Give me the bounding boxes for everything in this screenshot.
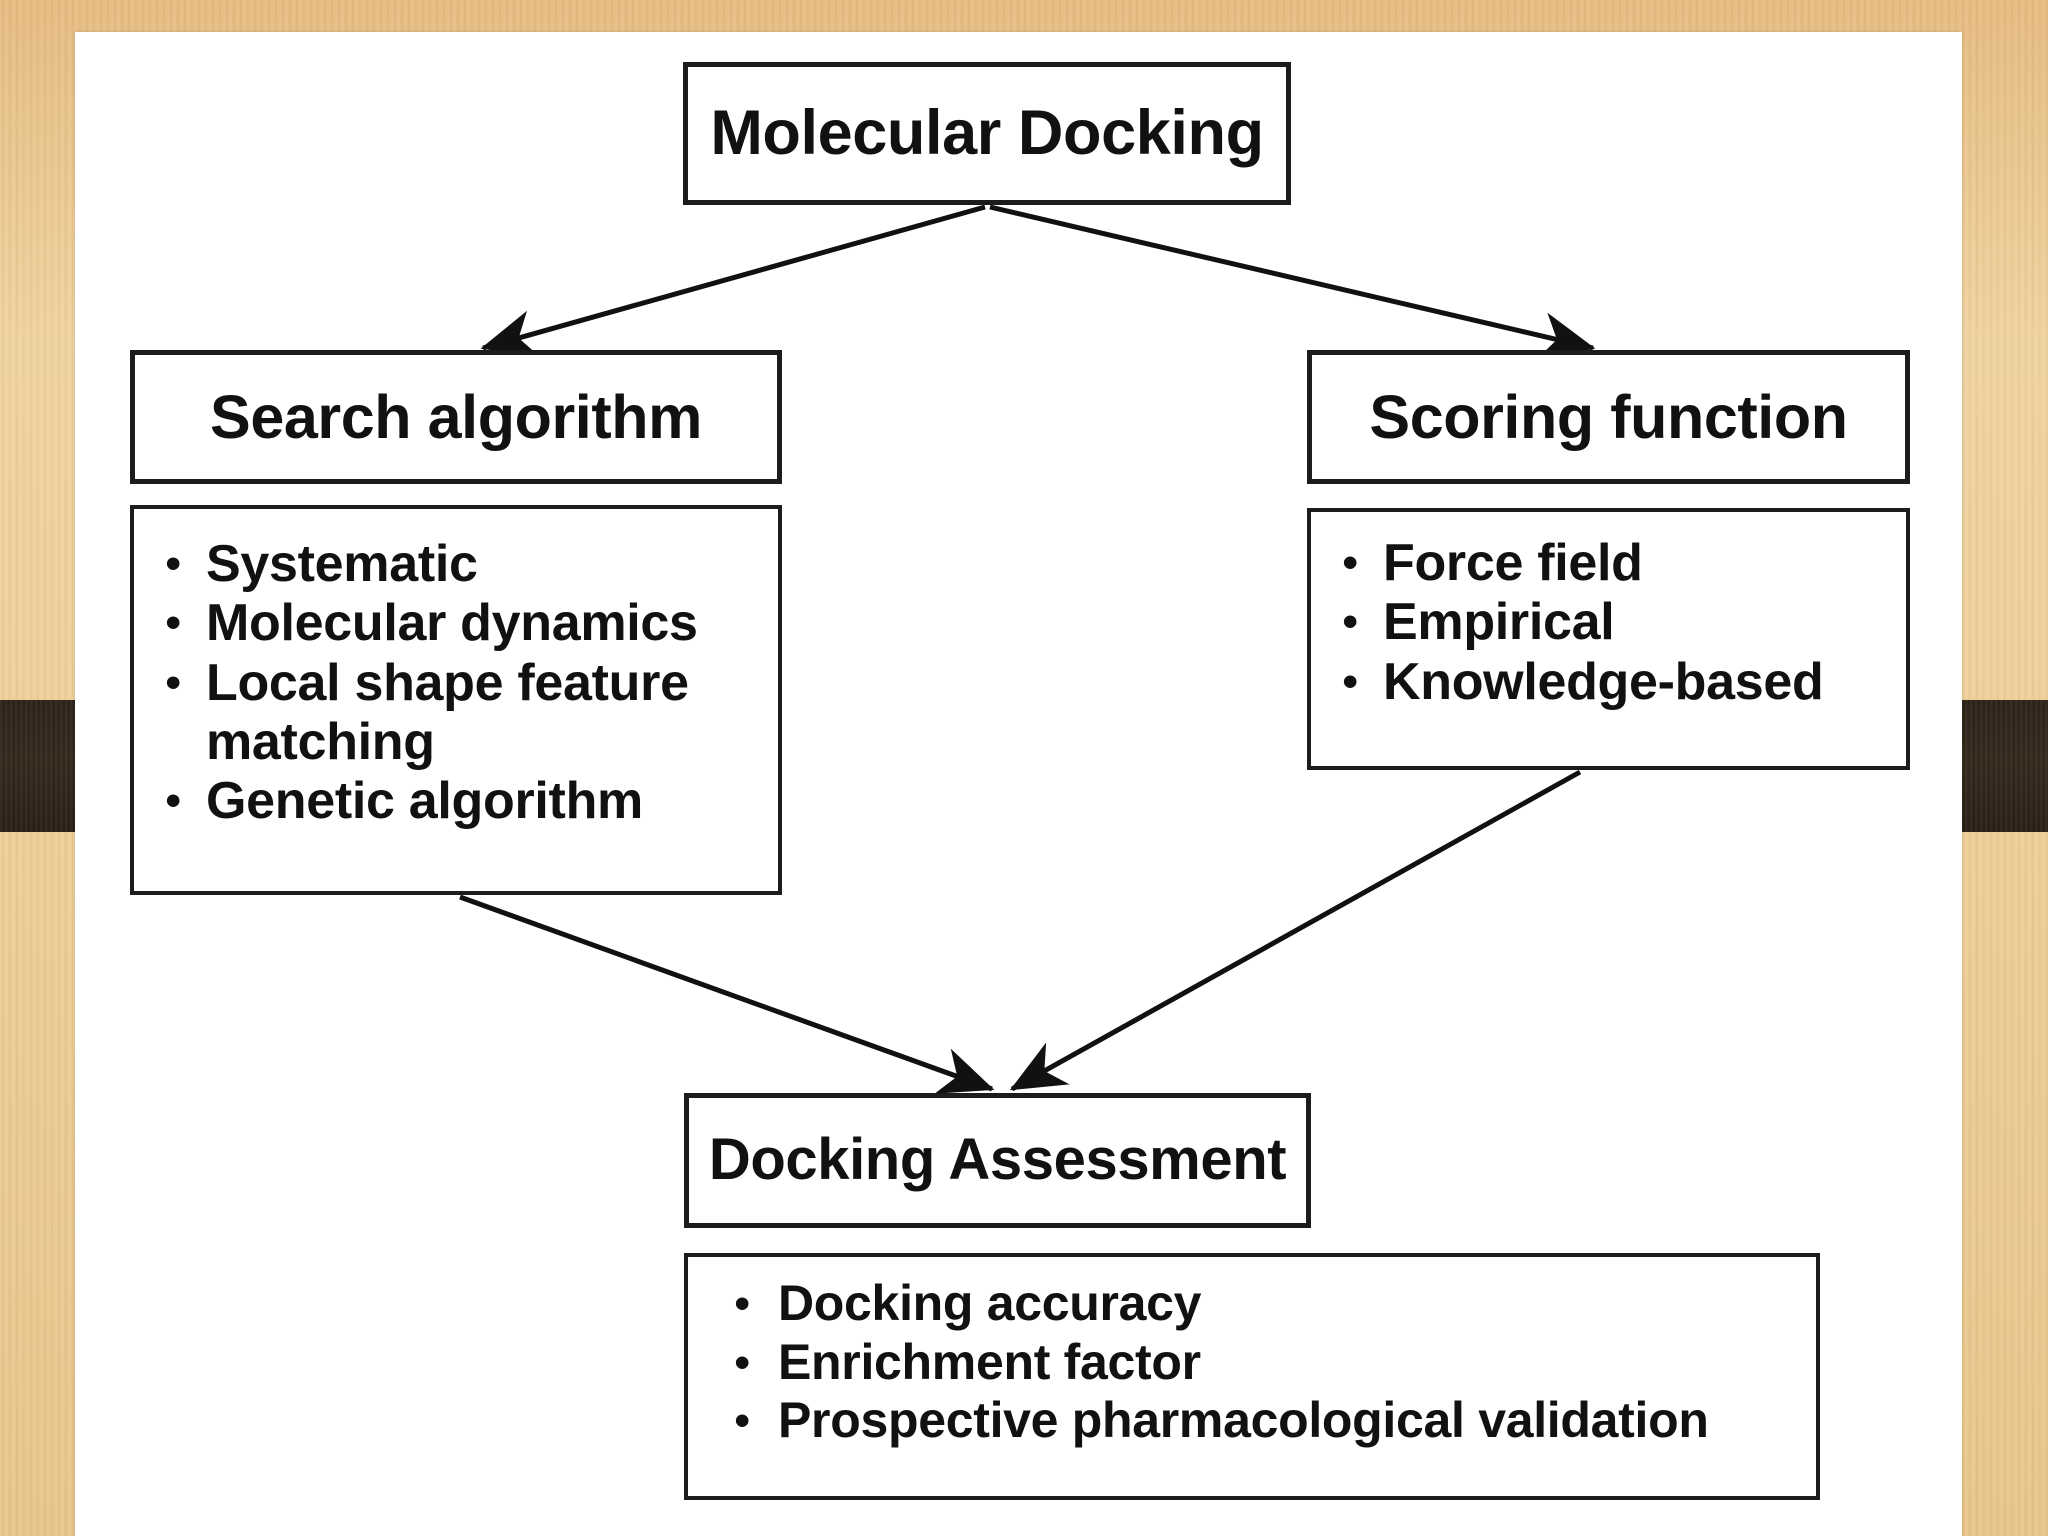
list-item-label: Force field bbox=[1383, 534, 1643, 592]
list-item: • Empirical bbox=[1317, 593, 1896, 652]
bullet-icon: • bbox=[734, 1337, 750, 1387]
list-item-label: Systematic bbox=[206, 535, 478, 593]
node-docking-assessment[interactable]: Docking Assessment bbox=[684, 1093, 1311, 1228]
list-item-label: Prospective pharmacological validation bbox=[778, 1392, 1709, 1449]
list-item: • Genetic algorithm bbox=[140, 772, 768, 831]
node-scoring-function-label: Scoring function bbox=[1369, 382, 1848, 451]
bullet-icon: • bbox=[1342, 597, 1358, 647]
list-item-label: Genetic algorithm bbox=[206, 772, 643, 831]
list-item: • Prospective pharmacological validation bbox=[706, 1392, 1806, 1451]
list-item-label: Empirical bbox=[1383, 593, 1615, 652]
list-item-label: Molecular dynamics bbox=[206, 594, 698, 653]
node-scoring-function[interactable]: Scoring function bbox=[1307, 350, 1910, 484]
list-item-label: Local shape feature matching bbox=[206, 653, 689, 771]
bullet-icon: • bbox=[165, 657, 181, 707]
node-search-algorithm[interactable]: Search algorithm bbox=[130, 350, 782, 484]
node-docking-assessment-label: Docking Assessment bbox=[708, 1127, 1287, 1193]
node-molecular-docking-label: Molecular Docking bbox=[710, 98, 1264, 169]
node-search-algorithm-label: Search algorithm bbox=[210, 382, 702, 451]
list-item-label: Knowledge-based bbox=[1383, 652, 1824, 711]
node-scoring-function-list: • Force field • Empirical • Knowledge-ba… bbox=[1307, 508, 1910, 770]
docking-assessment-bullet-list: • Docking accuracy • Enrichment factor •… bbox=[706, 1275, 1806, 1451]
search-algorithm-bullet-list: • Systematic • Molecular dynamics • Loca… bbox=[140, 535, 768, 831]
bullet-icon: • bbox=[734, 1279, 750, 1328]
list-item: • Docking accuracy bbox=[706, 1275, 1806, 1334]
bullet-icon: • bbox=[1342, 656, 1358, 706]
node-docking-assessment-list: • Docking accuracy • Enrichment factor •… bbox=[684, 1253, 1820, 1500]
list-item: • Knowledge-based bbox=[1317, 653, 1896, 712]
list-item: • Molecular dynamics bbox=[140, 594, 768, 653]
list-item-label: Docking accuracy bbox=[778, 1275, 1202, 1331]
list-item: • Force field bbox=[1317, 534, 1896, 593]
list-item: • Enrichment factor bbox=[706, 1334, 1806, 1393]
bullet-icon: • bbox=[165, 776, 181, 826]
scoring-function-bullet-list: • Force field • Empirical • Knowledge-ba… bbox=[1317, 534, 1896, 712]
node-search-algorithm-list: • Systematic • Molecular dynamics • Loca… bbox=[130, 505, 782, 895]
bullet-icon: • bbox=[165, 598, 181, 648]
bullet-icon: • bbox=[165, 539, 181, 588]
list-item: • Systematic bbox=[140, 535, 768, 594]
bullet-icon: • bbox=[1342, 538, 1358, 587]
bullet-icon: • bbox=[734, 1396, 750, 1446]
list-item-label: Enrichment factor bbox=[778, 1333, 1201, 1390]
list-item: • Local shape feature matching bbox=[140, 654, 768, 773]
node-molecular-docking[interactable]: Molecular Docking bbox=[683, 62, 1291, 205]
